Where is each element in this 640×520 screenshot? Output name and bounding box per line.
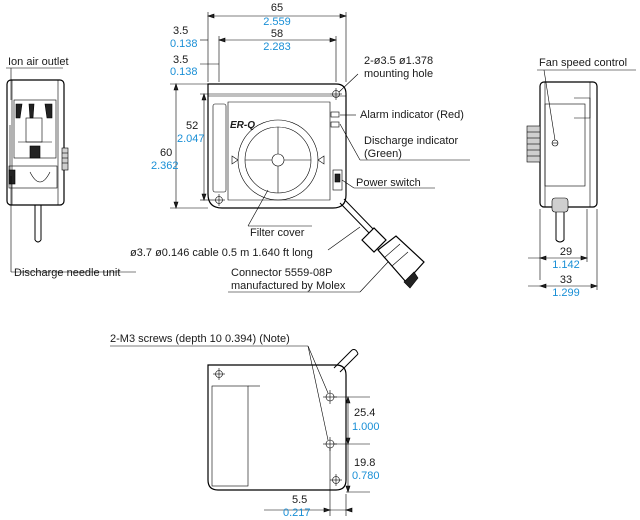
dim-65-mm: 65	[271, 2, 283, 14]
dim-35a-in: 0.138	[170, 38, 198, 50]
connector-label: Connector 5559-08P	[231, 267, 333, 279]
dim-60-in: 2.362	[151, 160, 179, 172]
dim-58-in: 2.283	[263, 41, 291, 53]
dim-55-mm: 5.5	[292, 494, 307, 506]
dim-254-mm: 25.4	[354, 407, 375, 419]
dim-55-in: 0.217	[283, 507, 311, 519]
dim-198-mm: 19.8	[354, 457, 375, 469]
connector-label-2: manufactured by Molex	[231, 280, 346, 292]
discharge-indicator-label: Discharge indicator	[364, 135, 458, 147]
fan-speed-control-label: Fan speed control	[539, 57, 627, 69]
right-side-view	[526, 69, 636, 290]
dim-33-in: 1.299	[552, 287, 580, 299]
screws-label: 2-M3 screws (depth 10 0.394) (Note)	[110, 333, 290, 345]
dim-35b-mm: 3.5	[173, 54, 188, 66]
mounting-hole-label-2: mounting hole	[364, 68, 433, 80]
front-dimensions	[170, 12, 347, 209]
dim-52-in: 2.047	[177, 133, 205, 145]
dim-254-in: 1.000	[352, 421, 380, 433]
alarm-indicator-label: Alarm indicator (Red)	[360, 109, 464, 121]
dim-198-in: 0.780	[352, 470, 380, 482]
dim-35b-in: 0.138	[170, 66, 198, 78]
dim-29-in: 1.142	[552, 259, 580, 271]
filter-cover-label: Filter cover	[250, 227, 305, 239]
back-view	[110, 345, 370, 516]
power-switch-label: Power switch	[356, 177, 421, 189]
front-leaders	[228, 73, 470, 293]
dim-35a-mm: 3.5	[173, 25, 188, 37]
front-view	[207, 83, 425, 289]
cable-label: ø3.7 ø0.146 cable 0.5 m 1.640 ft long	[130, 247, 313, 259]
dim-65-in: 2.559	[263, 16, 291, 28]
dim-29-mm: 29	[560, 246, 572, 258]
brand-logo: ER-Q	[230, 120, 255, 131]
dim-33-mm: 33	[560, 274, 572, 286]
left-side-view	[6, 67, 69, 272]
dim-58-mm: 58	[271, 28, 283, 40]
dim-60-mm: 60	[160, 147, 172, 159]
dim-52-mm: 52	[186, 120, 198, 132]
discharge-indicator-label-2: (Green)	[364, 148, 402, 160]
ion-air-outlet-label: Ion air outlet	[8, 56, 69, 68]
discharge-needle-unit-label: Discharge needle unit	[14, 267, 120, 279]
mounting-hole-label: 2-ø3.5 ø1.378	[364, 55, 433, 67]
